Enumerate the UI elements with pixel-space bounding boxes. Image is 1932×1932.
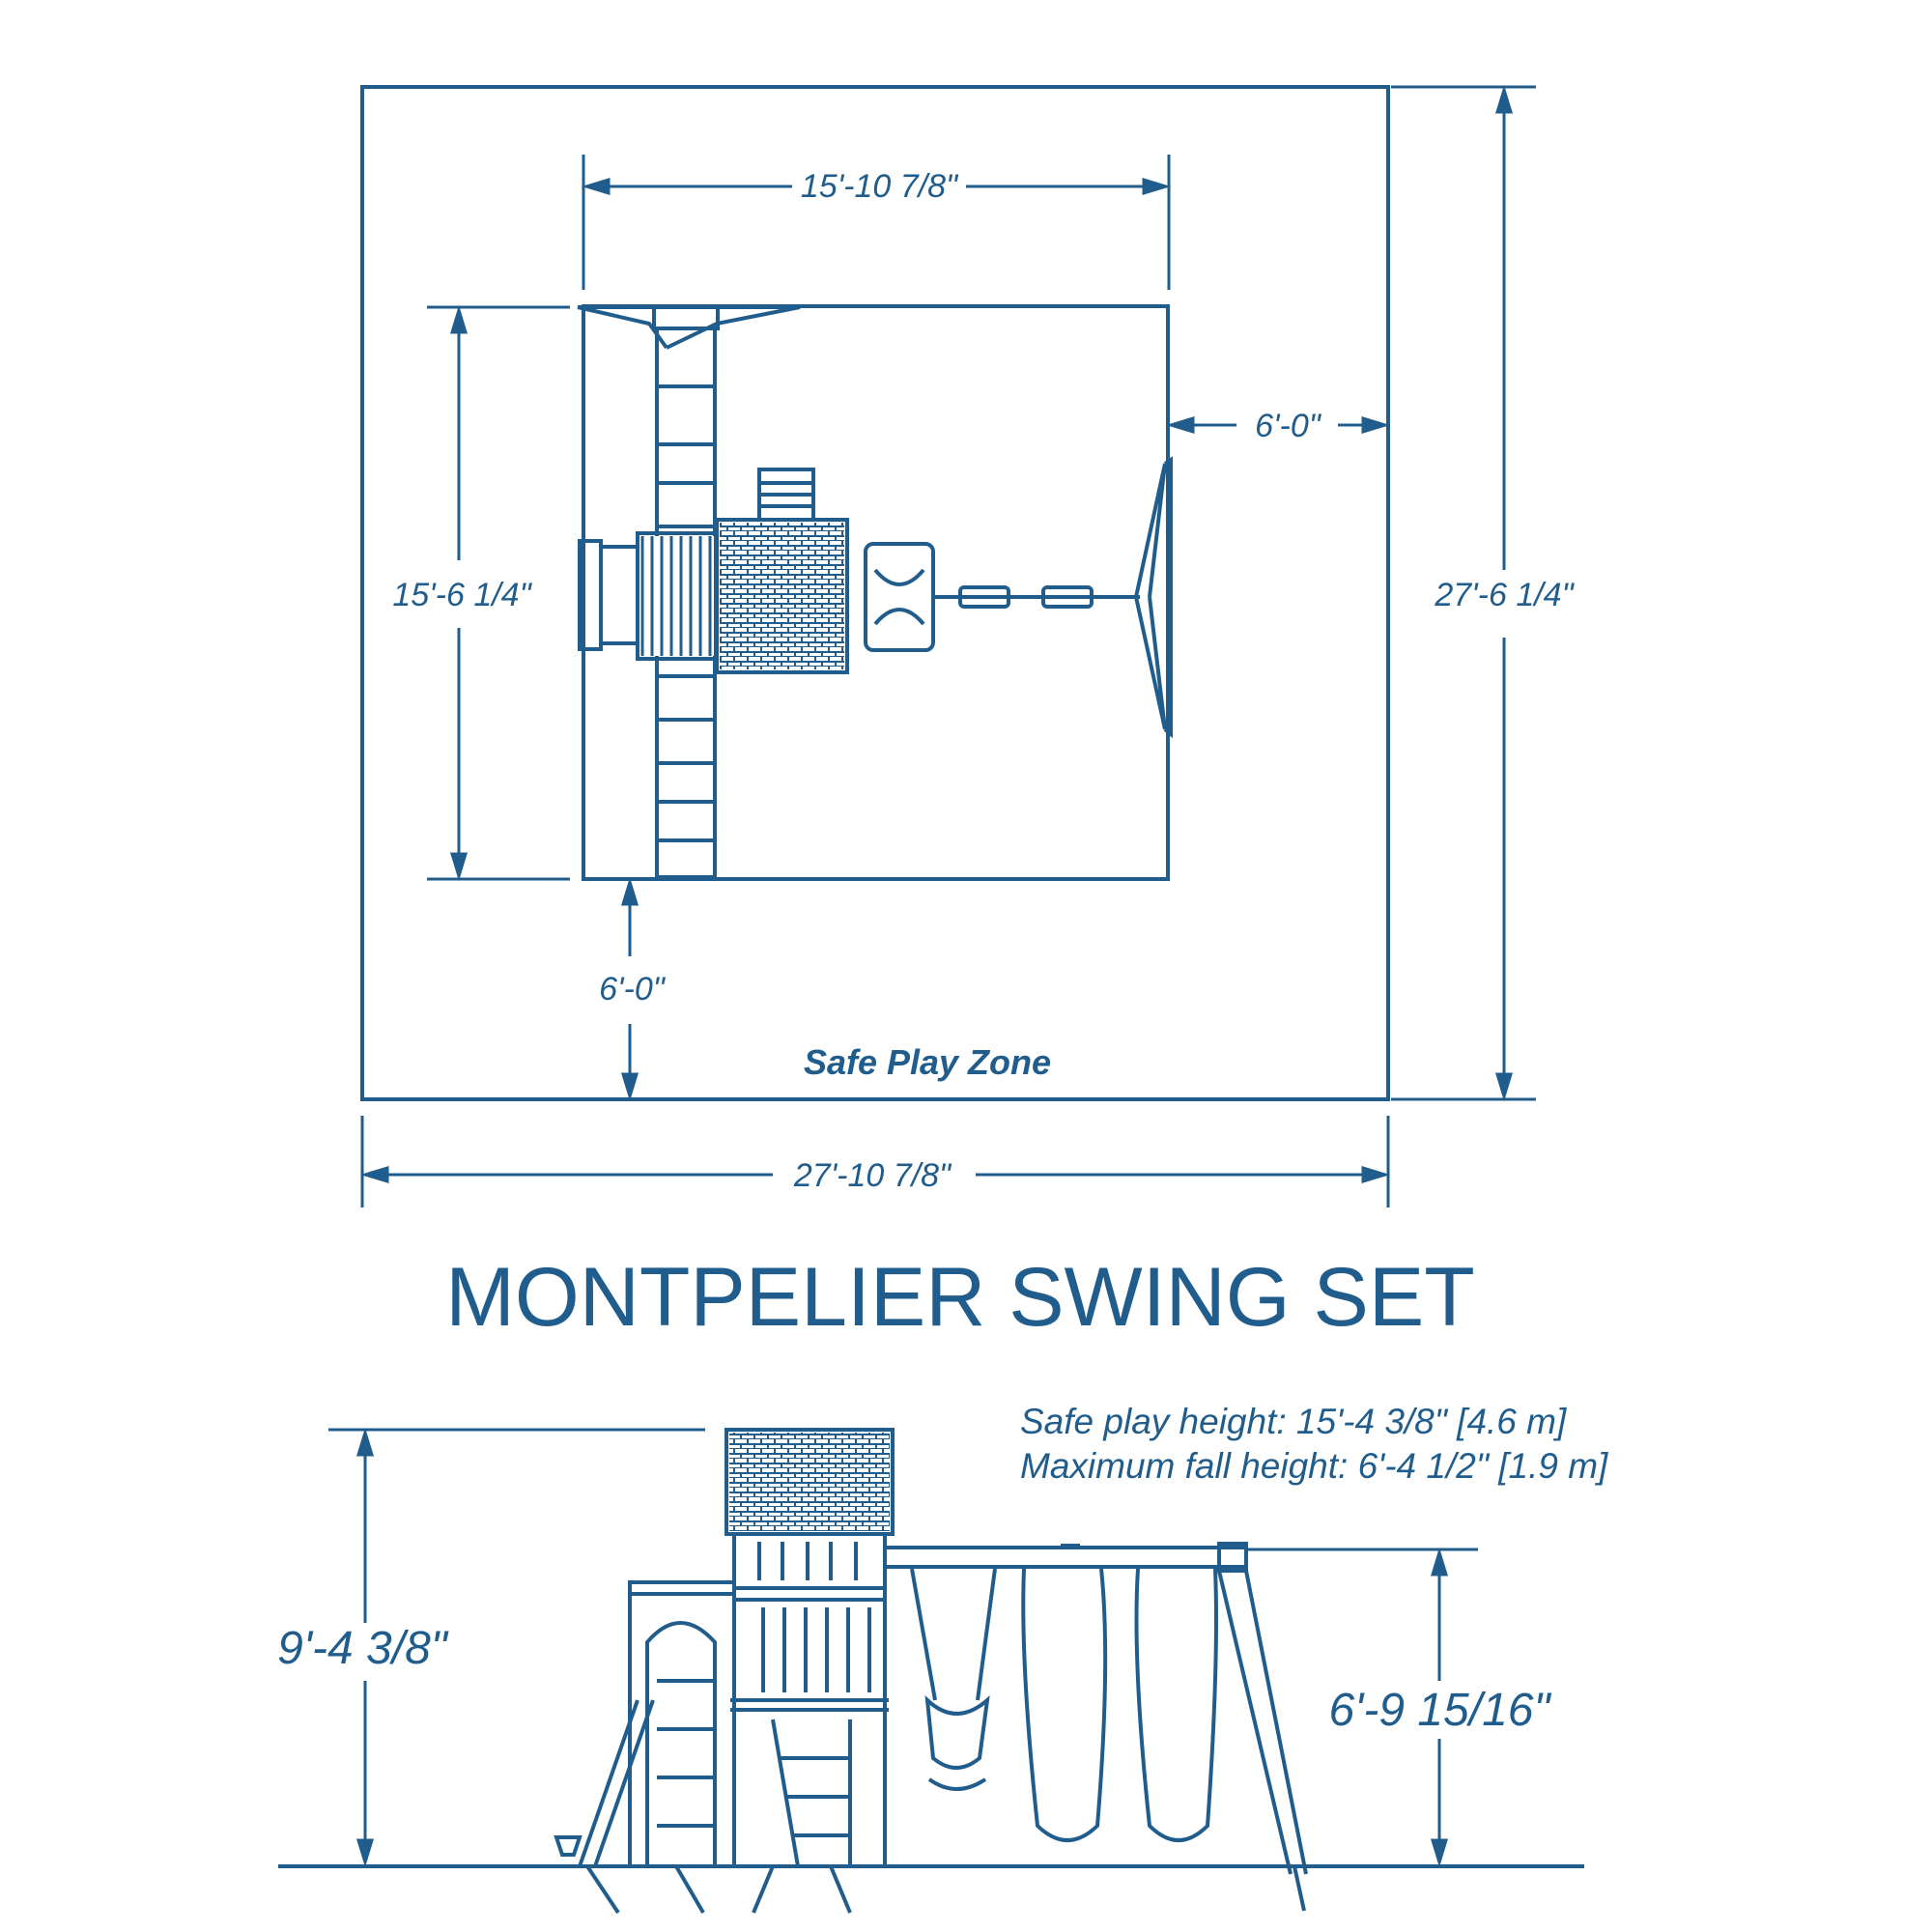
note-max-fall-height: Maximum fall height: 6'-4 1/2" [1.9 m] bbox=[1020, 1446, 1608, 1486]
dim-swing-beam-height-label: 6'-9 15/16" bbox=[1328, 1685, 1551, 1736]
roof-shading-fill bbox=[720, 523, 844, 669]
dim-structure-depth-label: 15'-6 1/4" bbox=[392, 577, 532, 613]
plan-view: 15'-10 7/8" 15'-6 1/4" 6'-0" 6'-0" 27'-6… bbox=[359, 84, 1576, 1208]
dim-zone-width bbox=[359, 1116, 1391, 1208]
dim-structure-depth bbox=[427, 304, 570, 882]
dim-structure-width-label: 15'-10 7/8" bbox=[801, 168, 959, 205]
safe-play-zone-label: Safe Play Zone bbox=[804, 1042, 1051, 1082]
dim-overall-height bbox=[328, 1427, 705, 1868]
safe-play-zone-outline bbox=[360, 85, 1390, 1101]
elevation-view: Safe play height: 15'-4 3/8" [4.6 m] Max… bbox=[277, 1402, 1608, 1915]
dim-front-clearance-label: 6'-0" bbox=[599, 971, 667, 1008]
dim-side-clearance bbox=[1165, 415, 1391, 435]
dim-front-clearance bbox=[620, 876, 639, 1102]
dim-swing-beam-height bbox=[1246, 1547, 1478, 1868]
dim-structure-width bbox=[581, 155, 1172, 290]
dim-zone-width-label: 27'-10 7/8" bbox=[793, 1157, 952, 1194]
dim-side-clearance-label: 6'-0" bbox=[1255, 408, 1322, 444]
page-title: MONTPELIER SWING SET bbox=[445, 1251, 1475, 1344]
structure-elevation bbox=[554, 1428, 1308, 1915]
dim-zone-depth-label: 27'-6 1/4" bbox=[1434, 577, 1575, 613]
note-safe-play-height: Safe play height: 15'-4 3/8" [4.6 m] bbox=[1020, 1402, 1567, 1441]
elevation-roof-fill bbox=[729, 1433, 890, 1531]
slatted-deck-fill bbox=[640, 536, 714, 656]
dim-zone-depth bbox=[1391, 84, 1536, 1102]
structure-footprint bbox=[582, 304, 1170, 881]
dim-overall-height-label: 9'-4 3/8" bbox=[277, 1623, 449, 1674]
